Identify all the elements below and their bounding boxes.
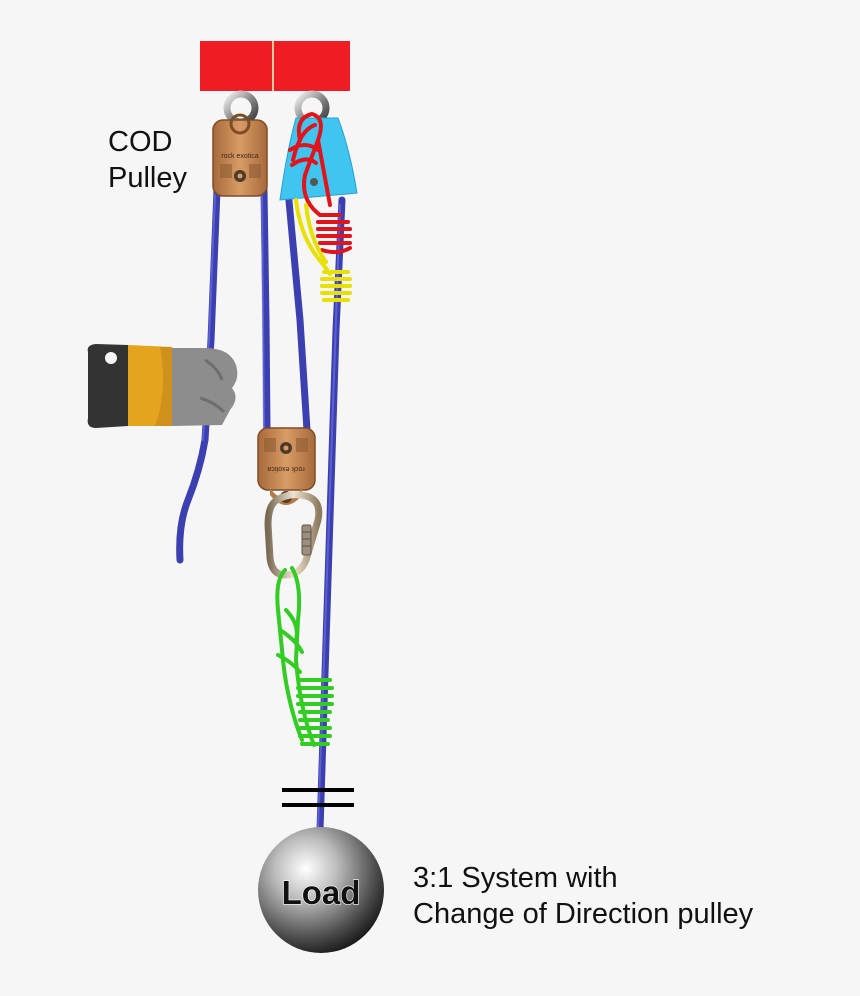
load-label: Load	[282, 874, 361, 911]
rope-break-mark	[282, 788, 354, 807]
cod-pulley-label: COD Pulley	[108, 124, 187, 196]
pulley-brand: rock exotica	[221, 153, 258, 160]
prusik-yellow	[294, 198, 352, 302]
prusik-red	[288, 111, 352, 255]
caption-line2: Change of Direction pulley	[413, 898, 754, 930]
pulley-icon	[212, 113, 268, 197]
anchor-block-icon	[200, 41, 350, 91]
pulley-brand: rock exotica	[267, 465, 304, 472]
load-ball-icon	[258, 827, 384, 953]
cod-label-line2: Pulley	[108, 162, 187, 194]
prusik-green	[275, 566, 334, 747]
cod-label-line1: COD	[108, 126, 173, 158]
glove-hand-icon	[87, 344, 238, 428]
caption-line1: 3:1 System with	[413, 862, 618, 894]
carabiner-icon	[264, 491, 323, 579]
diagram-caption: 3:1 System with Change of Direction pull…	[413, 860, 753, 932]
